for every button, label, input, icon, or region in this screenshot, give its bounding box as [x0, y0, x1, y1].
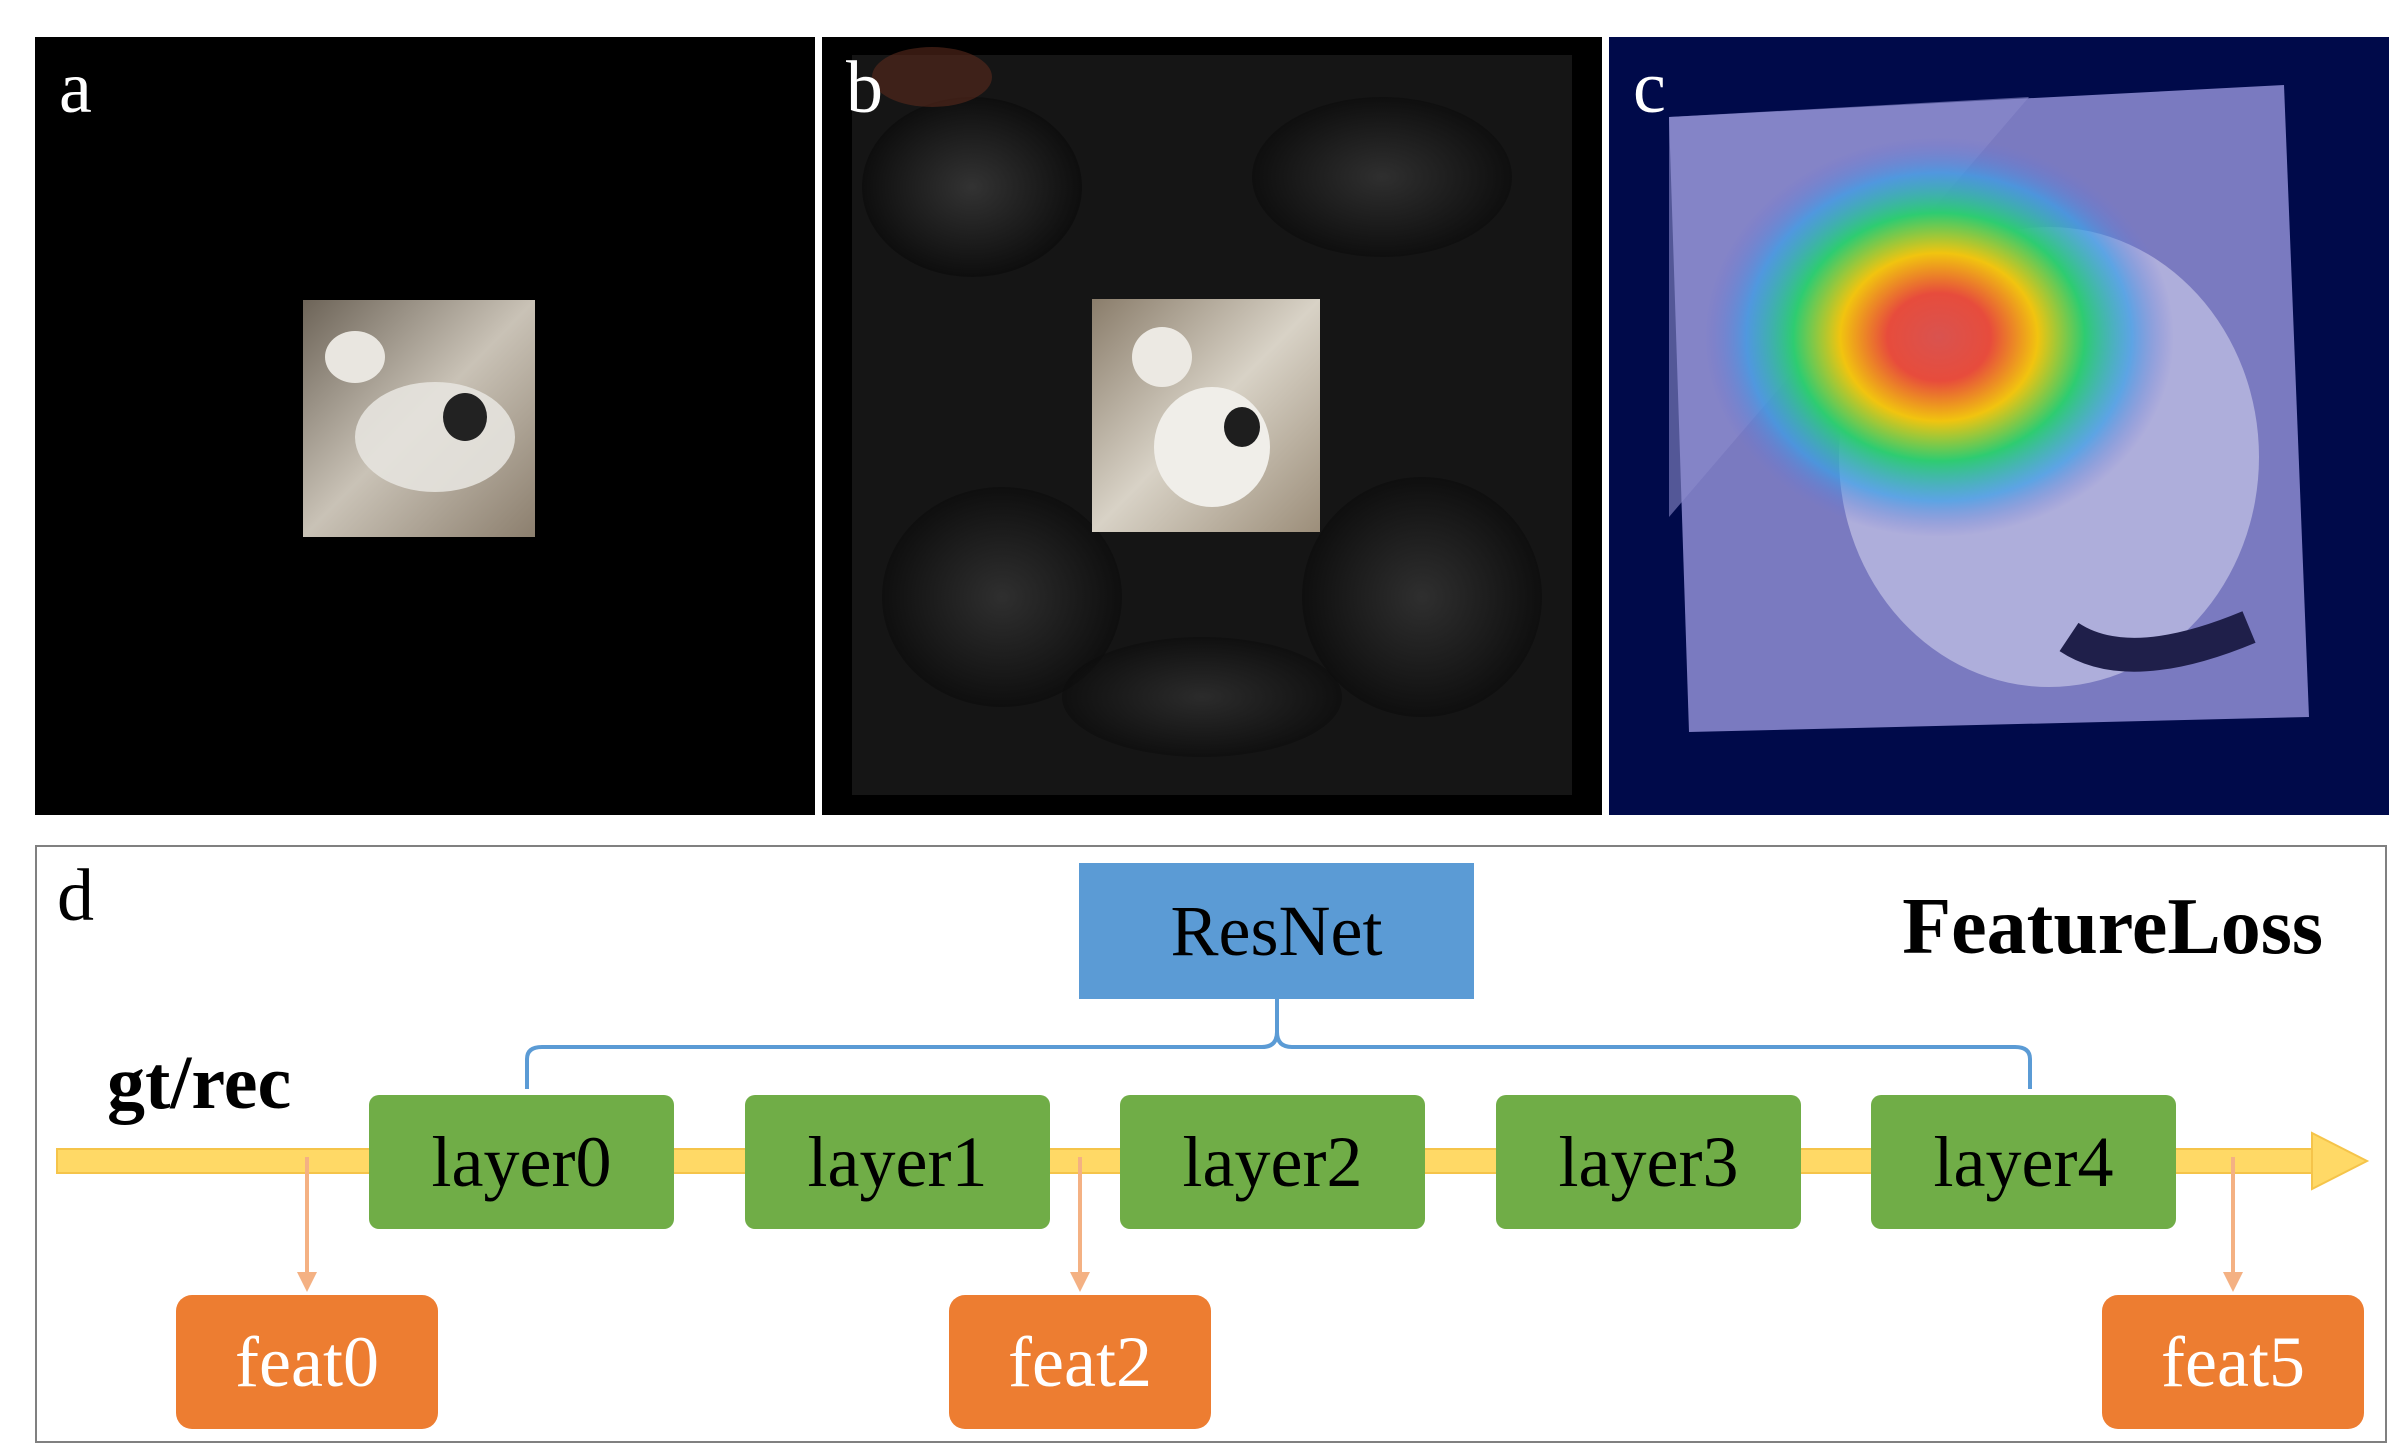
layer-box-4: layer4 [1871, 1095, 2176, 1229]
attention-heatmap [1704, 137, 2174, 537]
layer-box-3: layer3 [1496, 1095, 1801, 1229]
cat-spot [443, 393, 487, 441]
layer-box-1: layer1 [745, 1095, 1050, 1229]
diagram-title: FeatureLoss [1902, 883, 2323, 971]
tap-arrow-feat0 [297, 1157, 317, 1292]
texture-blotch [872, 47, 992, 107]
panel-c-image [1669, 85, 2309, 732]
cat-body [355, 382, 515, 492]
feature-loss-diagram: d FeatureLoss gt/rec ResNet layer0 layer… [35, 845, 2387, 1443]
tap-arrow-feat5 [2223, 1157, 2243, 1292]
texture-blotch [882, 487, 1122, 707]
cat-head [1132, 327, 1192, 387]
cat-head [325, 331, 385, 383]
panel-a-image [303, 300, 535, 537]
feat-box-0: feat0 [176, 1295, 438, 1429]
texture-blotch [862, 97, 1082, 277]
texture-blotch [1062, 637, 1342, 757]
layer-box-0: layer0 [369, 1095, 674, 1229]
layer-box-2: layer2 [1120, 1095, 1425, 1229]
feat-box-5: feat5 [2102, 1295, 2364, 1429]
panel-c: c [1609, 37, 2389, 815]
panel-b-letter: b [846, 47, 883, 129]
panel-b-image [852, 47, 1572, 795]
texture-blotch [1252, 97, 1512, 257]
panel-d-letter: d [57, 855, 94, 937]
panel-a-letter: a [59, 47, 92, 129]
cat-body [1154, 387, 1270, 507]
panel-c-letter: c [1633, 47, 1666, 129]
resnet-box: ResNet [1079, 863, 1474, 999]
feat-box-2: feat2 [949, 1295, 1211, 1429]
resnet-bracket [525, 1031, 2032, 1089]
cat-spot [1224, 407, 1260, 447]
texture-blotch [1302, 477, 1542, 717]
cat-tail [2059, 611, 2256, 672]
input-label: gt/rec [107, 1041, 292, 1125]
panel-a: a [35, 37, 815, 815]
panel-b: b [822, 37, 1602, 815]
tap-arrow-feat2 [1070, 1157, 1090, 1292]
